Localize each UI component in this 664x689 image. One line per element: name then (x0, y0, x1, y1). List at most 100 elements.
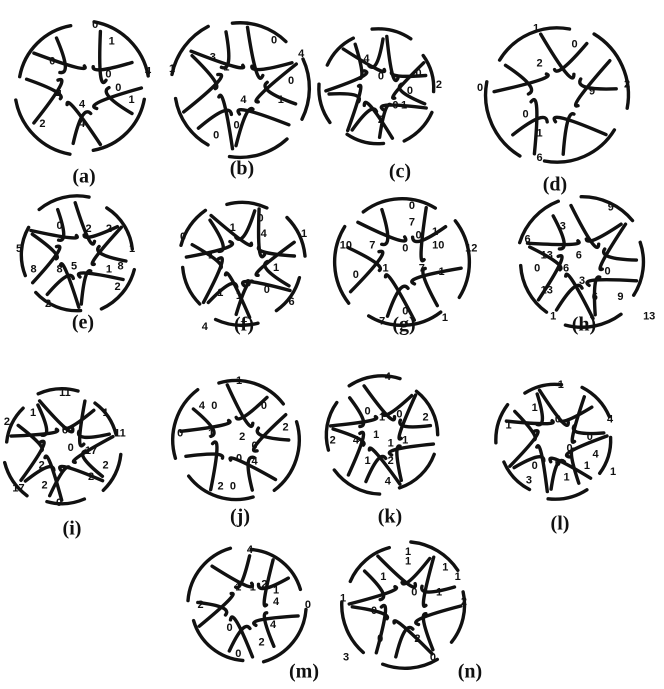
crossing-label: 0 (57, 220, 63, 232)
inner-strand (254, 62, 298, 104)
crossing-label: 1 (401, 99, 407, 111)
crossing-label: 2 (4, 416, 10, 428)
outer-strand (453, 219, 471, 300)
outer-strand (5, 406, 25, 444)
crossing-label: 0 (49, 56, 55, 68)
outer-strand (285, 215, 307, 258)
outer-strand (3, 460, 29, 498)
crossing-label: 1 (532, 402, 538, 414)
inner-strand (98, 29, 108, 85)
outer-strand (563, 312, 623, 329)
crossing-label: 2 (115, 281, 121, 293)
crossing-label: 0 (605, 266, 611, 278)
inner-strand (43, 454, 64, 502)
crossing-label: 2 (198, 599, 204, 611)
crossing-label: 4 (252, 456, 259, 468)
crossing-label: 6 (62, 425, 68, 437)
inner-strand (367, 446, 402, 486)
crossing-label: 1 (442, 562, 448, 574)
crossing-label: 3 (526, 475, 532, 487)
inner-strand (37, 399, 75, 434)
inner-strand (380, 393, 414, 417)
crossing-label: 8 (117, 261, 123, 273)
inner-strand (179, 418, 232, 433)
inner-strand (29, 228, 80, 240)
outer-strand (300, 57, 312, 121)
outer-strand (324, 400, 339, 452)
knot-caption-m: (m) (289, 661, 319, 683)
crossing-label: 1 (236, 375, 242, 387)
outer-strand (632, 240, 646, 297)
crossing-label: 1 (273, 262, 279, 274)
crossing-label: 1 (208, 250, 214, 262)
crossing-label: 1 (564, 472, 570, 484)
crossing-label: 2 (86, 223, 92, 235)
crossing-label: 4 (298, 48, 305, 60)
outer-strand (186, 546, 233, 603)
crossing-label: 0 (56, 497, 62, 509)
outer-strand (213, 317, 260, 327)
inner-strand (551, 214, 566, 251)
outer-strand (225, 200, 269, 210)
crossing-label: 1 (432, 226, 438, 238)
inner-strand (376, 554, 417, 589)
outer-strand (449, 590, 467, 644)
crossing-label: 0 (261, 400, 267, 412)
inner-strand (573, 59, 612, 108)
knot-caption-l: (l) (551, 513, 570, 535)
outer-strand (579, 194, 635, 223)
crossing-label: 4 (385, 475, 392, 487)
inner-strand (419, 206, 428, 263)
inner-strand (245, 25, 265, 80)
inner-strand (508, 429, 540, 468)
knot-caption-f: (f) (234, 314, 254, 336)
inner-strand (525, 239, 581, 247)
outer-strand (105, 206, 134, 251)
outer-strand (36, 387, 80, 396)
inner-strand (190, 54, 219, 91)
crossing-label: 1 (235, 582, 241, 594)
knot-caption-c: (c) (389, 161, 411, 183)
crossing-label: 0 (587, 431, 593, 443)
outer-strand (598, 435, 613, 475)
outer-strand (519, 263, 549, 314)
outer-strand (93, 401, 118, 436)
outer-strand (580, 385, 611, 419)
crossing-label: 0 (288, 75, 294, 87)
crossing-label: 17 (12, 483, 24, 495)
inner-strand (584, 222, 623, 243)
outer-strand (402, 110, 434, 143)
inner-strand (420, 584, 457, 594)
inner-strand (564, 272, 595, 321)
inner-strand (217, 93, 235, 151)
crossing-label: 2 (106, 223, 112, 235)
crossing-label: 6 (525, 234, 531, 246)
outer-strand (345, 132, 386, 146)
inner-strand (367, 37, 385, 69)
inner-strand (76, 429, 111, 440)
crossing-label: 1 (230, 222, 236, 234)
crossing-label: 0 (377, 633, 383, 645)
crossing-label: 7 (369, 239, 375, 251)
inner-strand (379, 103, 428, 112)
inner-strand (511, 115, 549, 137)
crossing-label: 4 (56, 89, 63, 101)
inner-strand (549, 458, 567, 491)
inner-strand (421, 555, 436, 609)
knot-caption-g: (g) (392, 314, 415, 336)
inner-strand (196, 108, 234, 130)
crossing-label: 0 (371, 605, 377, 617)
crossing-label: 10 (340, 239, 352, 251)
crossing-label: 1 (301, 228, 307, 240)
inner-strand (262, 611, 276, 648)
inner-strand (189, 49, 246, 70)
inner-strand (364, 454, 388, 484)
crossing-label: 6 (536, 152, 542, 164)
inner-strand (504, 419, 555, 426)
inner-strand (561, 112, 576, 156)
inner-strand (71, 434, 115, 465)
outer-strand (397, 452, 436, 490)
outer-strand (18, 24, 73, 79)
